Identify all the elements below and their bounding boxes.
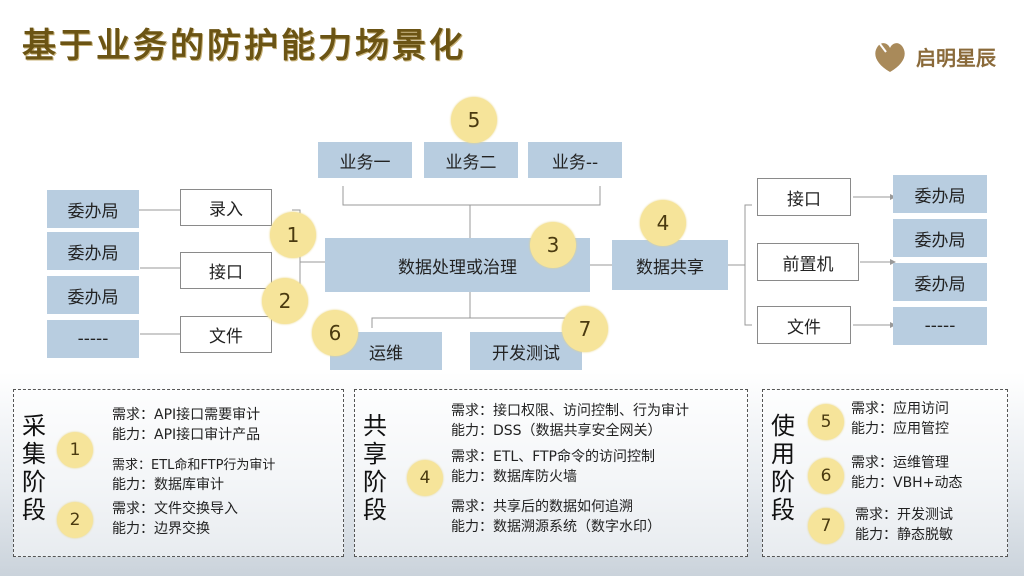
marker-5: 5	[451, 97, 497, 143]
source-node: 委办局	[47, 276, 139, 314]
target-node: -----	[893, 307, 987, 345]
capability-text: 能力：API接口审计产品	[112, 427, 261, 443]
requirement-text: 需求：应用访问	[851, 401, 949, 417]
input-api-node: 接口	[180, 252, 272, 289]
requirement-text: 需求：ETL、FTP命令的访问控制	[451, 449, 655, 465]
capability-text: 能力：应用管控	[851, 421, 949, 437]
stage-char: 段	[363, 496, 387, 524]
stage-char: 段	[771, 496, 795, 524]
requirement-text: 需求：接口权限、访问控制、行为审计	[451, 403, 689, 419]
capability-text: 能力：VBH+动态	[851, 475, 963, 491]
target-node: 委办局	[893, 175, 987, 213]
marker-7: 7	[808, 508, 844, 544]
stage-char: 用	[771, 440, 795, 468]
output-frontend-node: 前置机	[757, 243, 859, 281]
data-share-node: 数据共享	[612, 240, 728, 290]
marker-1: 1	[270, 212, 316, 258]
share-stage-panel: 共 享 阶 段 4 需求：接口权限、访问控制、行为审计 能力：DSS（数据共享安…	[354, 389, 748, 557]
capability-text: 能力：数据库审计	[112, 477, 224, 493]
capability-text: 能力：静态脱敏	[855, 527, 953, 543]
use-stage-label: 使 用 阶 段	[769, 412, 797, 524]
marker-4: 4	[407, 460, 443, 496]
capability-text: 能力：边界交换	[112, 521, 210, 537]
input-file-node: 文件	[180, 316, 272, 353]
marker-4: 4	[640, 200, 686, 246]
output-api-node: 接口	[757, 178, 851, 216]
requirement-text: 需求：API接口需要审计	[112, 407, 261, 423]
source-node: -----	[47, 320, 139, 358]
stage-char: 使	[771, 412, 795, 440]
capability-text: 能力：数据溯源系统（数字水印）	[451, 519, 661, 535]
use-stage-panel: 使 用 阶 段 5 6 7 需求：应用访问 能力：应用管控 需求：运维管理 能力…	[762, 389, 1008, 557]
capability-text: 能力：DSS（数据共享安全网关）	[451, 423, 662, 439]
business-node: 业务--	[528, 142, 622, 178]
stage-char: 阶	[22, 468, 46, 496]
stage-char: 段	[22, 496, 46, 524]
qiming-logo-icon	[875, 43, 905, 72]
requirement-text: 需求：运维管理	[851, 455, 949, 471]
stage-char: 享	[363, 440, 387, 468]
marker-6: 6	[808, 458, 844, 494]
brand-logo: 启明星辰	[866, 36, 996, 76]
collect-stage-panel: 采 集 阶 段 1 2 需求：API接口需要审计 能力：API接口审计产品 需求…	[13, 389, 344, 557]
stage-char: 阶	[771, 468, 795, 496]
target-node: 委办局	[893, 219, 987, 257]
stage-char: 阶	[363, 468, 387, 496]
marker-2: 2	[57, 502, 93, 538]
share-stage-label: 共 享 阶 段	[361, 412, 389, 524]
requirement-text: 需求：文件交换导入	[112, 501, 238, 517]
output-file-node: 文件	[757, 306, 851, 344]
marker-6: 6	[312, 310, 358, 356]
marker-7: 7	[562, 306, 608, 352]
business-node: 业务一	[318, 142, 412, 178]
stage-char: 共	[363, 412, 387, 440]
marker-5: 5	[808, 404, 844, 440]
page-title: 基于业务的防护能力场景化	[22, 26, 466, 66]
marker-2: 2	[262, 278, 308, 324]
marker-1: 1	[57, 432, 93, 468]
requirement-text: 需求：共享后的数据如何追溯	[451, 499, 633, 515]
requirement-text: 需求：开发测试	[855, 507, 953, 523]
requirement-text: 需求：ETL命和FTP行为审计	[112, 458, 276, 473]
business-node: 业务二	[424, 142, 518, 178]
input-entry-node: 录入	[180, 189, 272, 226]
logo-text: 启明星辰	[916, 46, 996, 70]
target-node: 委办局	[893, 263, 987, 301]
capability-text: 能力：数据库防火墙	[451, 469, 577, 485]
marker-3: 3	[530, 222, 576, 268]
source-node: 委办局	[47, 190, 139, 228]
collect-stage-label: 采 集 阶 段	[20, 412, 48, 524]
source-node: 委办局	[47, 232, 139, 270]
stage-char: 采	[22, 412, 46, 440]
stage-char: 集	[22, 440, 46, 468]
